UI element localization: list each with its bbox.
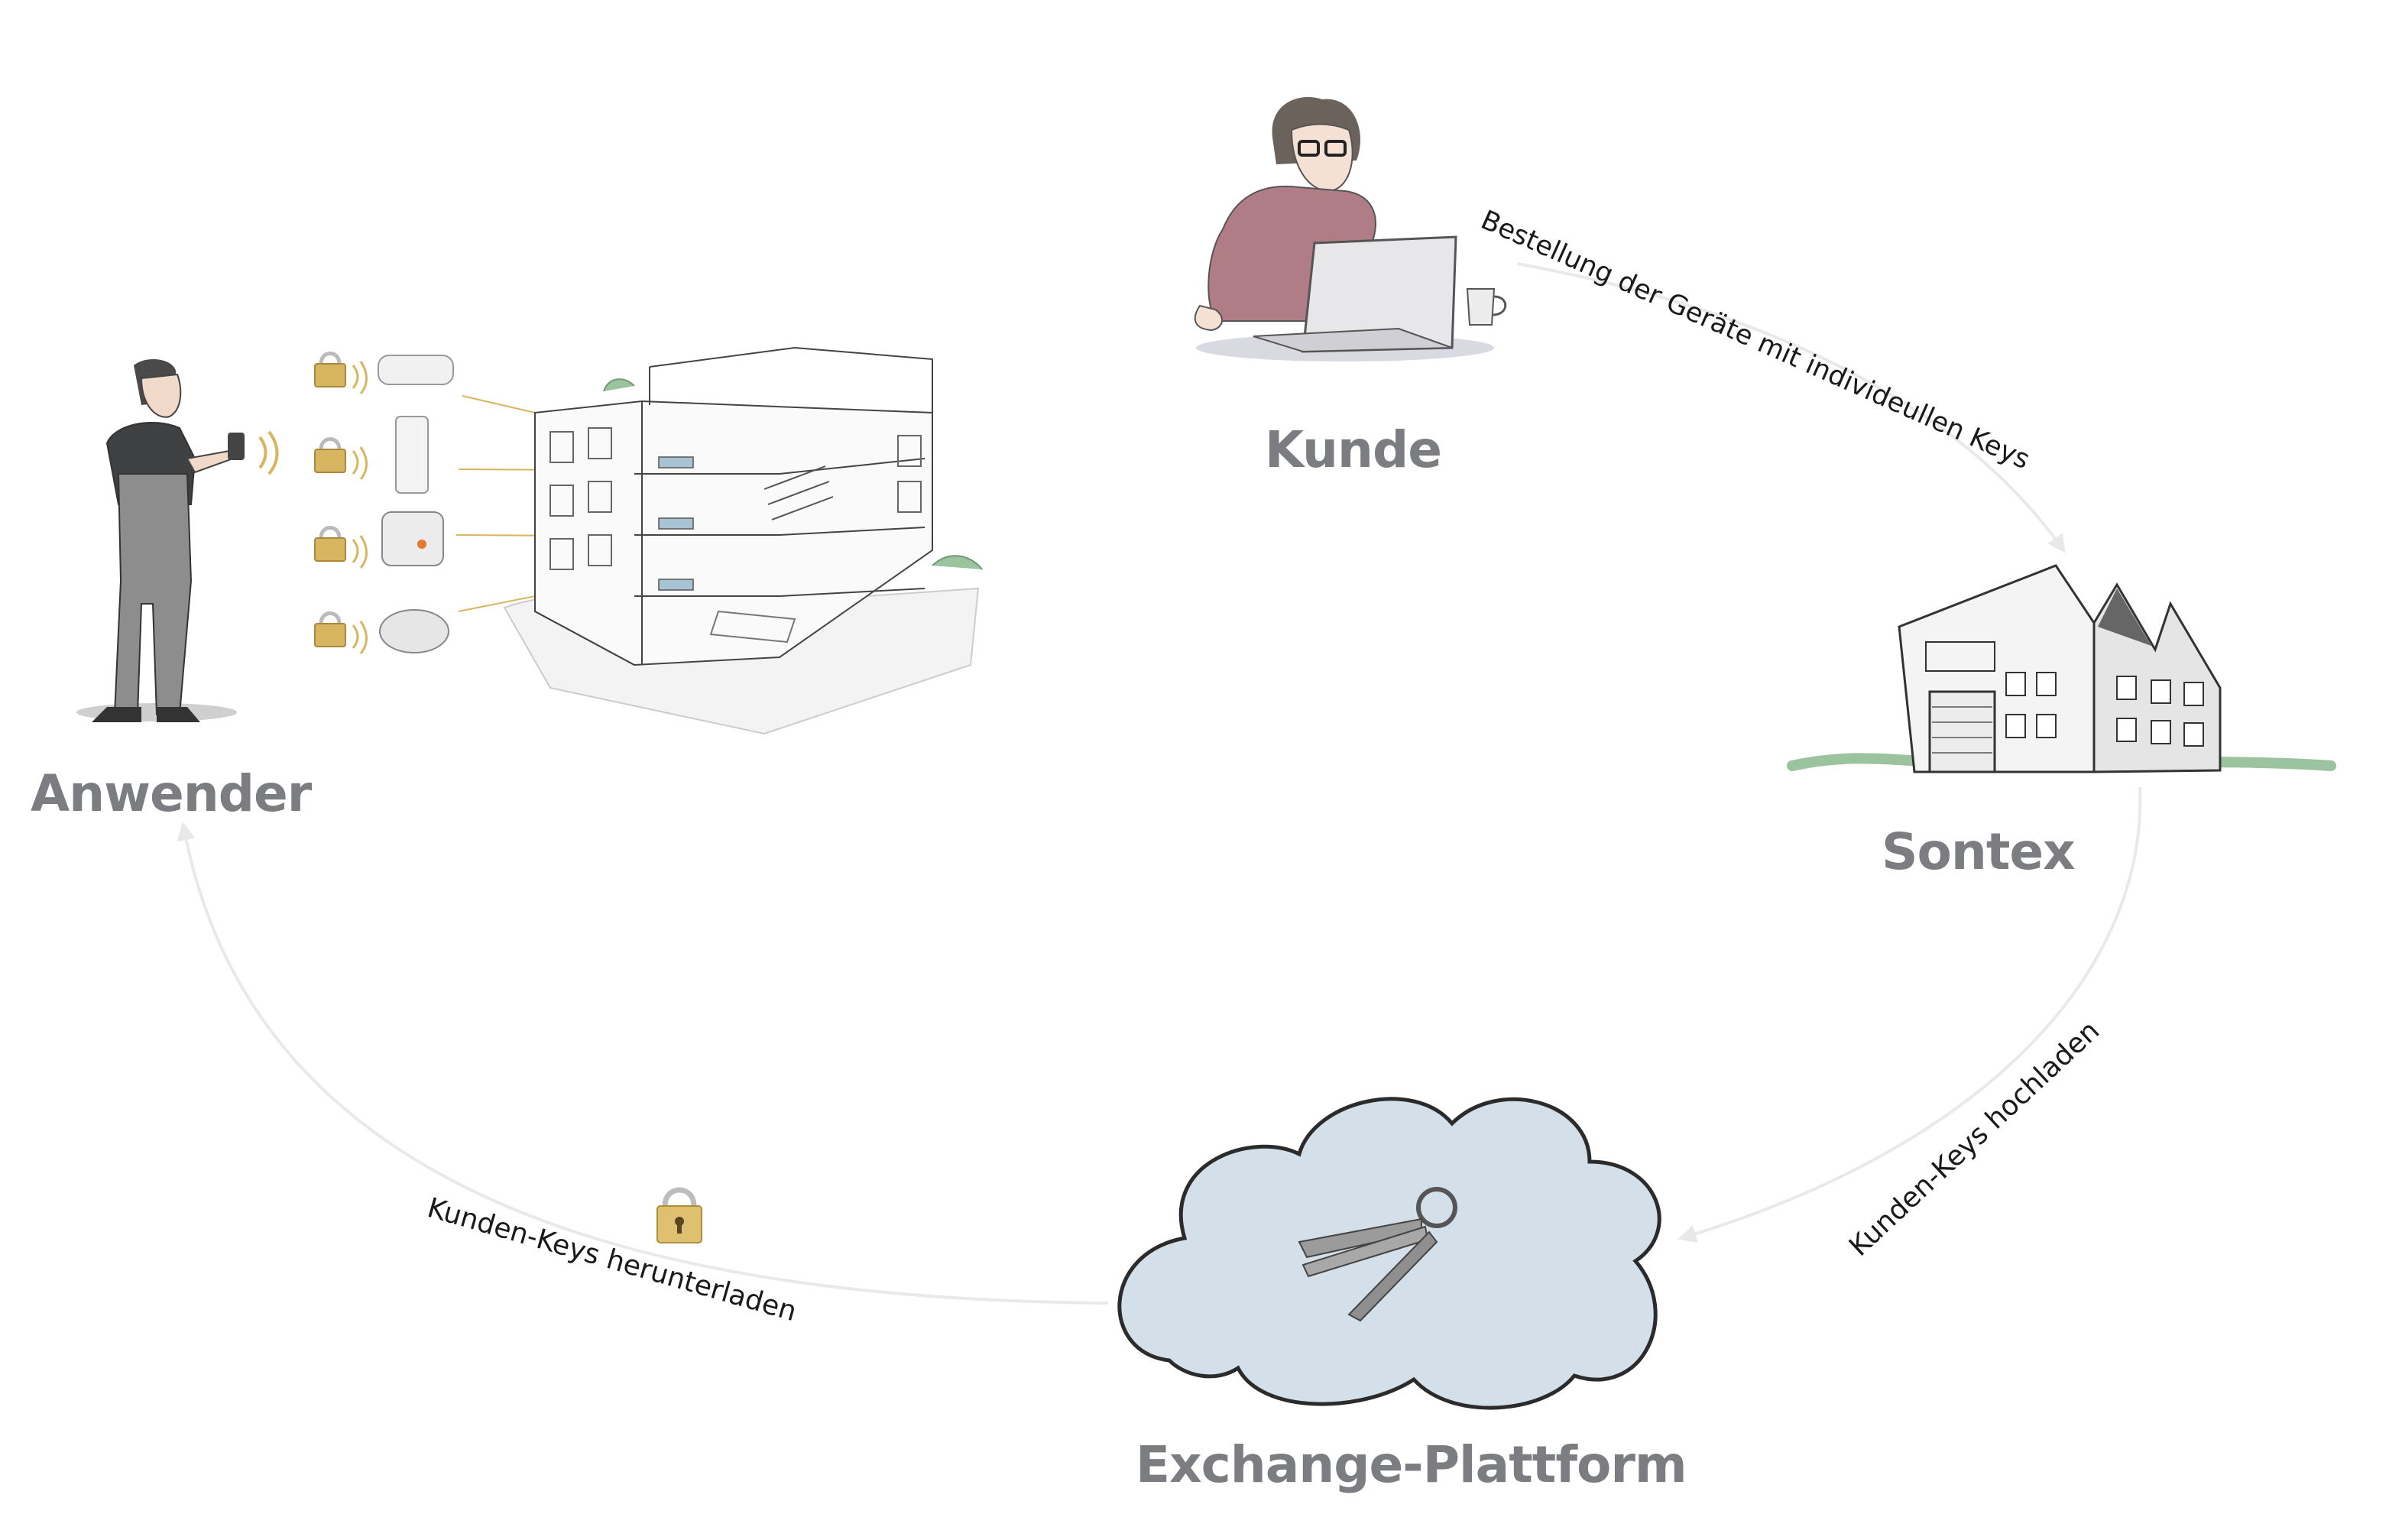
arrow-exchange-to-anwender	[177, 822, 1109, 1305]
padlock-icon	[314, 526, 346, 562]
factory-illustration	[1787, 564, 2336, 773]
heat-meter-device	[379, 609, 449, 653]
smoke-detector-device	[378, 355, 454, 385]
cloud-with-keys-illustration	[1117, 1097, 1661, 1410]
padlock-icon	[314, 437, 346, 473]
cycle-arrows	[177, 262, 2142, 1305]
heat-cost-allocator-device	[395, 416, 429, 494]
technician-illustration	[76, 358, 279, 722]
device-list	[314, 352, 780, 654]
node-label-kunde: Kunde	[1265, 420, 1442, 479]
customer-at-laptop-illustration	[1194, 97, 1507, 361]
arrow-kunde-to-sontex	[1516, 262, 2066, 553]
arrow-sontex-to-exchange	[1677, 786, 2142, 1243]
padlock-icon	[656, 1187, 702, 1243]
node-label-sontex: Sontex	[1882, 822, 2076, 881]
padlock-icon	[314, 352, 346, 387]
building-cutaway-illustration	[503, 346, 983, 735]
node-label-anwender: Anwender	[31, 764, 312, 823]
node-label-exchange-plattform: Exchange-Plattform	[1136, 1435, 1687, 1494]
padlock-icon	[314, 611, 346, 647]
water-meter-device	[381, 511, 444, 566]
